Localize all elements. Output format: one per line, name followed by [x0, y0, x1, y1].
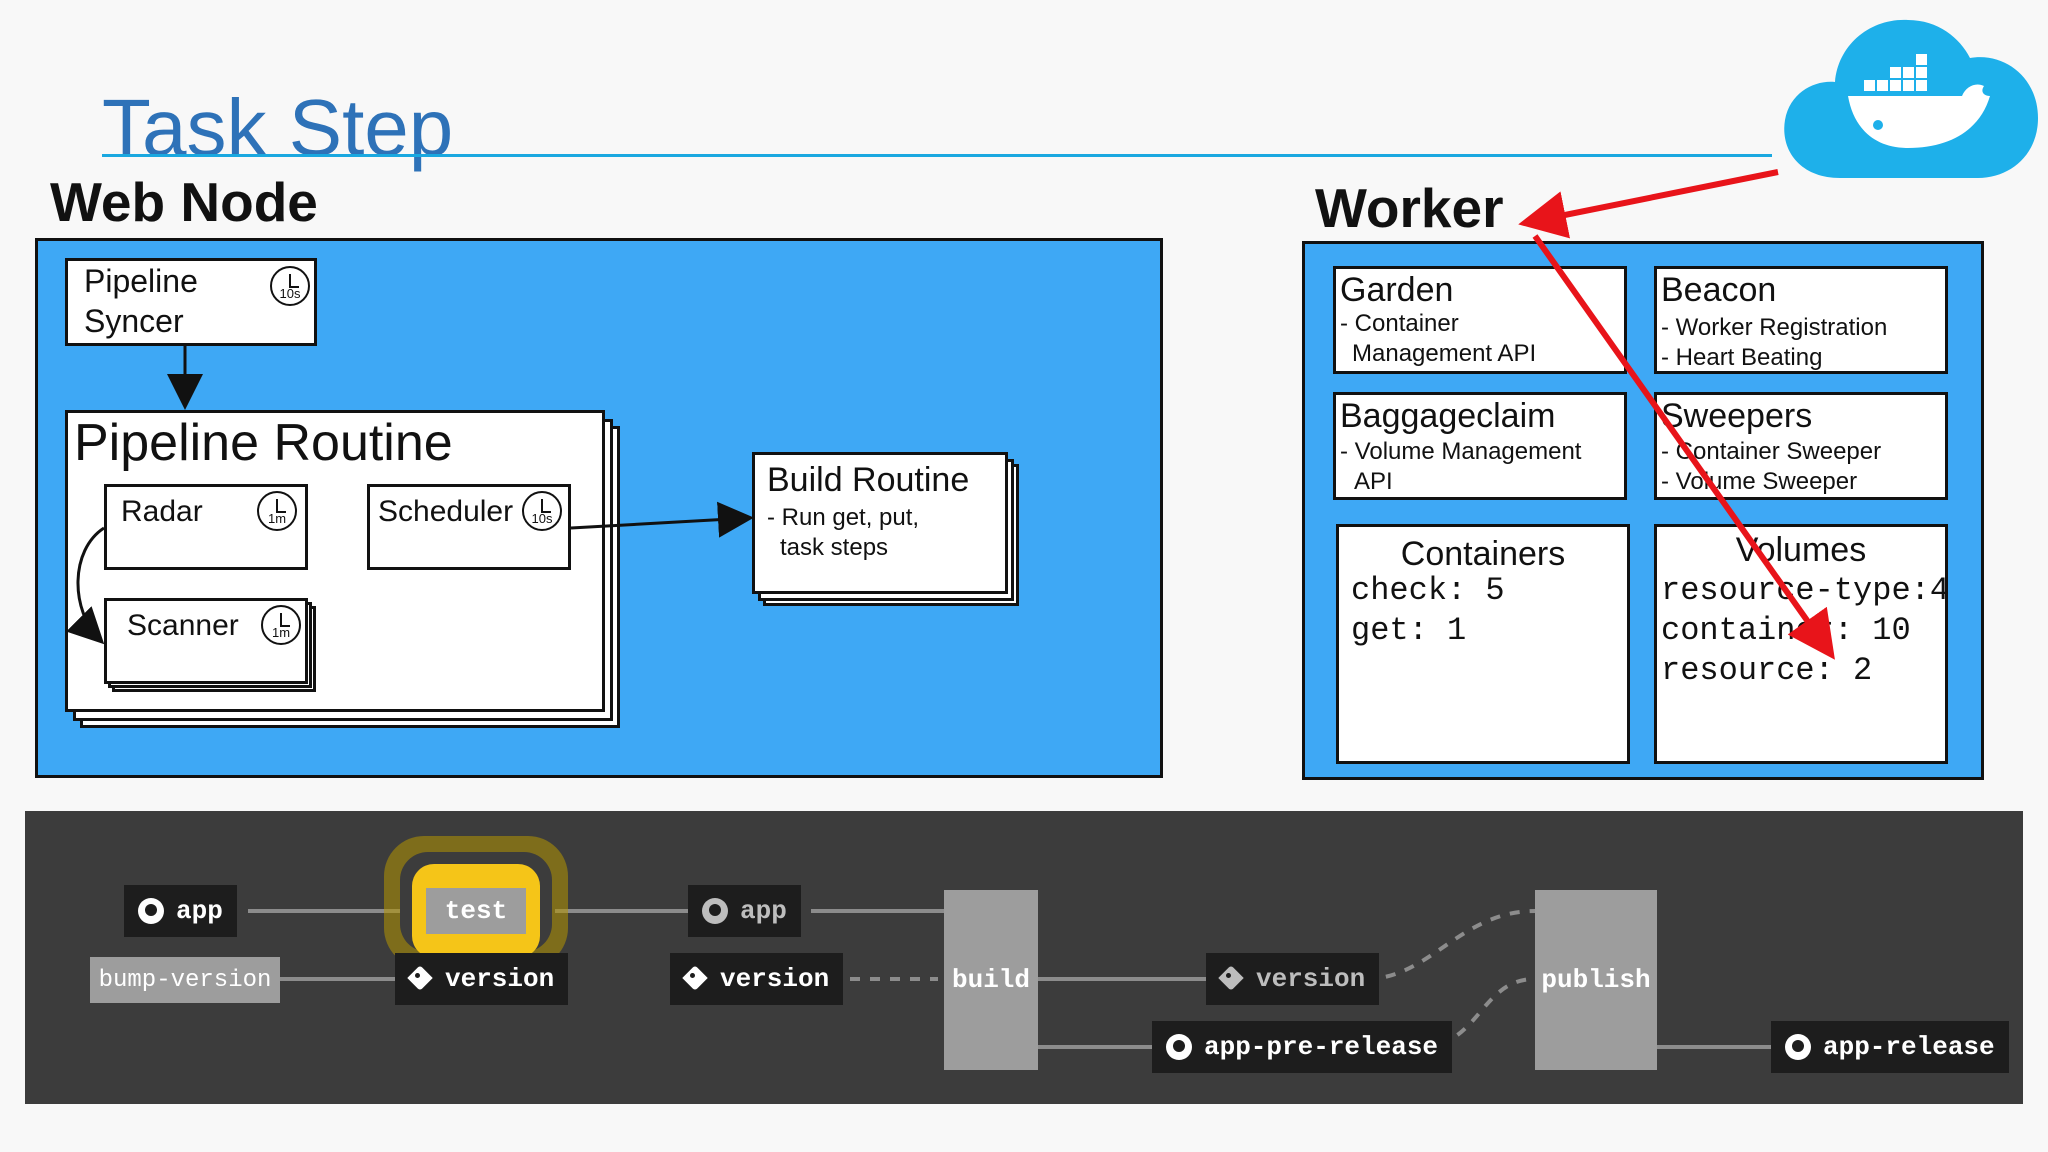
scheduler-label: Scheduler — [378, 495, 514, 528]
tag-icon — [1220, 967, 1244, 991]
scheduler-to-build-arrow — [570, 501, 754, 538]
baggageclaim-heading: Baggageclaim — [1340, 397, 1556, 435]
clock-label: 10s — [531, 511, 553, 526]
job-build[interactable]: build — [944, 890, 1038, 1070]
clock-label: 10s — [279, 286, 301, 301]
github-icon — [138, 898, 164, 924]
baggageclaim-line-1: - Volume Management — [1340, 438, 1582, 465]
clock-label: 1m — [271, 625, 291, 640]
resource-label: bump-version — [98, 966, 272, 994]
github-icon — [1785, 1034, 1811, 1060]
worker-heading: Worker — [1315, 177, 1504, 239]
resource-app-release[interactable]: app-release — [1771, 1021, 2009, 1073]
sweepers-box: Sweepers - Container Sweeper - Volume Sw… — [1654, 392, 1948, 500]
volumes-line-1: resource-type:4 — [1661, 572, 1950, 609]
build-routine-box: Build Routine - Run get, put, task steps — [752, 452, 1008, 594]
radar-box: Radar 1m — [104, 484, 308, 570]
garden-box: Garden - Container Management API — [1333, 266, 1627, 374]
containers-line-1: check: 5 — [1351, 572, 1505, 609]
resource-app-2[interactable]: app — [688, 885, 801, 937]
resource-app-pre-release[interactable]: app-pre-release — [1152, 1021, 1453, 1073]
tag-icon — [409, 967, 433, 991]
job-label: publish — [1541, 965, 1651, 995]
sweepers-heading: Sweepers — [1661, 397, 1813, 435]
scanner-label: Scanner — [127, 609, 239, 642]
containers-heading: Containers — [1400, 535, 1566, 573]
beacon-heading: Beacon — [1661, 271, 1777, 309]
garden-line-2: Management API — [1352, 340, 1537, 367]
pipeline-syncer-label-2: Syncer — [84, 303, 184, 339]
github-icon — [1166, 1034, 1192, 1060]
github-icon — [702, 898, 728, 924]
clock-icon: 1m — [261, 605, 301, 645]
pipeline-routine-heading: Pipeline Routine — [74, 414, 453, 472]
garden-line-1: - Container — [1340, 310, 1459, 337]
title-underline — [102, 154, 1772, 157]
resource-version-1[interactable]: version — [395, 953, 569, 1005]
job-test[interactable]: test — [426, 888, 526, 934]
garden-heading: Garden — [1340, 271, 1454, 309]
resource-label: version — [720, 964, 830, 994]
resource-app-1[interactable]: app — [124, 885, 237, 937]
scanner-box: Scanner 1m — [104, 598, 308, 684]
clock-label: 1m — [267, 511, 287, 526]
beacon-line-1: - Worker Registration — [1661, 314, 1888, 341]
job-publish[interactable]: publish — [1535, 890, 1657, 1070]
resource-label: app — [176, 896, 223, 926]
build-routine-heading: Build Routine — [767, 461, 970, 499]
web-node-heading: Web Node — [50, 171, 318, 233]
baggageclaim-line-2: API — [1354, 468, 1393, 495]
resource-label: version — [445, 964, 555, 994]
resource-version-3[interactable]: version — [1206, 953, 1380, 1005]
clock-icon: 10s — [270, 266, 310, 306]
resource-bump-version[interactable]: bump-version — [90, 957, 280, 1003]
docker-cloud-icon — [1784, 19, 2038, 178]
resource-label: app-release — [1823, 1032, 1995, 1062]
resource-label: app-pre-release — [1204, 1032, 1439, 1062]
worker-to-volumes-arrow — [1532, 234, 1835, 660]
resource-version-2[interactable]: version — [670, 953, 844, 1005]
sweepers-line-2: - Volume Sweeper — [1661, 468, 1858, 495]
containers-line-2: get: 1 — [1351, 612, 1467, 649]
job-label: test — [444, 896, 508, 926]
sweepers-line-1: - Container Sweeper — [1661, 438, 1882, 465]
beacon-box: Beacon - Worker Registration - Heart Bea… — [1654, 266, 1948, 374]
containers-box: Containers check: 5 get: 1 — [1336, 524, 1630, 764]
resource-label: version — [1256, 964, 1366, 994]
cloud-to-worker-arrow — [1518, 169, 1779, 239]
build-routine-line-1: - Run get, put, — [767, 504, 920, 531]
pipeline-syncer-label-1: Pipeline — [84, 263, 198, 299]
build-routine-line-2: task steps — [780, 534, 889, 561]
baggageclaim-box: Baggageclaim - Volume Management API — [1333, 392, 1627, 500]
job-label: build — [951, 965, 1030, 995]
radar-label: Radar — [121, 495, 203, 528]
radar-to-scanner-arrow — [66, 526, 105, 645]
resource-label: app — [740, 896, 787, 926]
clock-icon: 10s — [522, 491, 562, 531]
beacon-line-2: - Heart Beating — [1661, 344, 1823, 371]
tag-icon — [684, 967, 708, 991]
page-title: Task Step — [102, 83, 454, 172]
clock-icon: 1m — [257, 491, 297, 531]
scheduler-box: Scheduler 10s — [367, 484, 571, 570]
pipeline-syncer-box: Pipeline Syncer 10s — [65, 258, 317, 346]
